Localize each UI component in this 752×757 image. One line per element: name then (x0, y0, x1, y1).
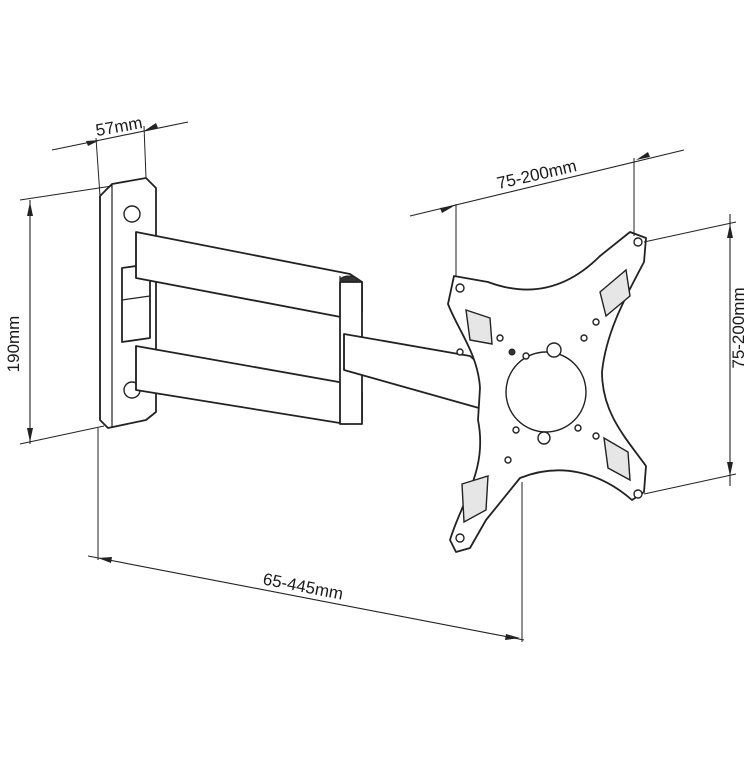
wall-plate-hole-top (123, 205, 141, 223)
dim-label-57mm: 57mm (94, 113, 144, 140)
upper-arm (135, 231, 363, 319)
vesa-center-cutout (505, 351, 587, 433)
vesa-plate (447, 231, 647, 553)
dim-vesa-vertical: 75-200mm (643, 214, 748, 495)
dim-190mm: 190mm (4, 185, 113, 445)
dim-label-extension: 65-445mm (261, 570, 344, 604)
front-arm (343, 333, 487, 411)
dim-label-vesa-horizontal: 75-200mm (495, 156, 578, 193)
lower-arm (135, 345, 363, 425)
dim-label-vesa-vertical: 75-200mm (729, 287, 748, 368)
dim-label-190mm: 190mm (4, 316, 23, 373)
